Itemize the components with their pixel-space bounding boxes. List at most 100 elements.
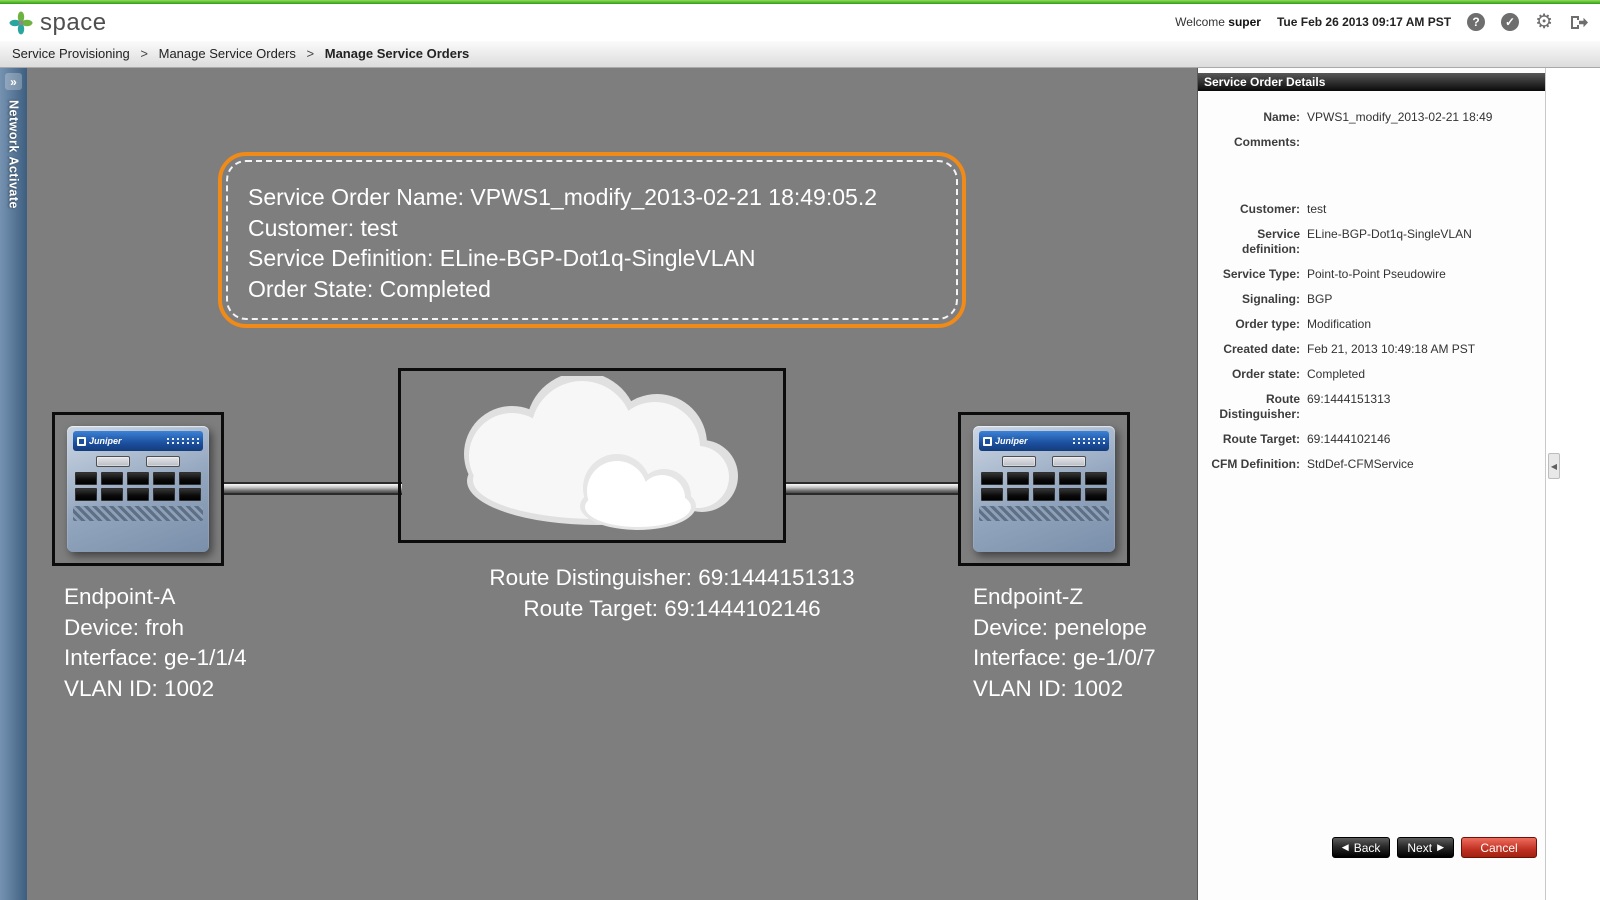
diagram-canvas: Service Order Name: VPWS1_modify_2013-02…	[27, 68, 1197, 900]
detail-label: Created date:	[1223, 342, 1300, 356]
username: super	[1228, 15, 1261, 29]
detail-value: VPWS1_modify_2013-02-21 18:49	[1307, 110, 1493, 124]
endpoint-a-line: Interface: ge-1/1/4	[64, 645, 247, 670]
order-summary-line: Order State: Completed	[248, 275, 491, 302]
device-brand-bar: Juniper	[73, 431, 203, 451]
endpoint-z-label: Endpoint-Z Device: penelope Interface: g…	[973, 582, 1156, 704]
service-order-summary-box: Service Order Name: VPWS1_modify_2013-02…	[218, 152, 966, 328]
next-button[interactable]: Next ▶	[1397, 837, 1454, 858]
device-brand-label: Juniper	[995, 436, 1028, 446]
juniper-device-image: Juniper	[973, 426, 1115, 552]
detail-label: Route Target:	[1222, 432, 1300, 446]
device-connectors	[73, 456, 203, 467]
gear-icon[interactable]: ⚙	[1535, 11, 1553, 33]
device-vents	[73, 506, 203, 521]
validate-check-icon[interactable]: ✓	[1501, 13, 1520, 31]
right-gutter: ◀	[1545, 68, 1600, 900]
sidebar-expand-icon[interactable]: »	[5, 73, 22, 90]
device-brand-bar: Juniper	[979, 431, 1109, 451]
detail-value: Feb 21, 2013 10:49:18 AM PST	[1307, 342, 1476, 356]
endpoint-a-label: Endpoint-A Device: froh Interface: ge-1/…	[64, 582, 247, 704]
cancel-button[interactable]: Cancel	[1461, 837, 1537, 858]
detail-label: Comments:	[1233, 135, 1300, 149]
endpoint-z-line: Device: penelope	[973, 614, 1147, 640]
app-header: space Welcome super Tue Feb 26 2013 09:1…	[0, 4, 1600, 41]
detail-row-cfm-definition: CFM Definition: StdDef-CFMService	[1198, 452, 1539, 477]
order-summary-line: Service Definition: ELine-BGP-Dot1q-Sing…	[248, 245, 756, 271]
logo-text: space	[40, 9, 107, 36]
serial-connector-icon	[1002, 456, 1036, 467]
device-connectors	[979, 456, 1109, 467]
detail-value: Point-to-Point Pseudowire	[1307, 267, 1446, 281]
back-arrow-icon: ◀	[1341, 842, 1349, 852]
route-target-label: Route Target: 69:1444102146	[523, 596, 821, 621]
network-cloud-node[interactable]	[398, 368, 786, 543]
detail-row-route-target: Route Target: 69:1444102146	[1198, 427, 1539, 452]
detail-label: Service definition:	[1242, 227, 1300, 256]
sidebar-title: Network Activate	[6, 100, 21, 209]
service-order-summary-inner: Service Order Name: VPWS1_modify_2013-02…	[226, 160, 958, 320]
detail-value: 69:1444151313	[1307, 392, 1391, 406]
sidebar-network-activate[interactable]: » Network Activate	[0, 68, 27, 900]
cloud-icon	[464, 375, 738, 530]
detail-row-signaling: Signaling: BGP	[1198, 287, 1539, 312]
detail-value: 69:1444102146	[1307, 432, 1391, 446]
detail-row-comments: Comments:	[1198, 130, 1539, 155]
details-field-list: Name: VPWS1_modify_2013-02-21 18:49 Comm…	[1198, 91, 1545, 477]
cloud-route-labels: Route Distinguisher: 69:1444151313 Route…	[382, 562, 962, 624]
detail-label: Signaling:	[1242, 292, 1300, 306]
link-endpoint-a-to-cloud	[222, 482, 402, 495]
link-cloud-to-endpoint-z	[784, 482, 960, 495]
order-summary-line: Service Order Name: VPWS1_modify_2013-02…	[248, 184, 877, 210]
service-order-details-panel: Service Order Details Name: VPWS1_modify…	[1197, 68, 1545, 900]
header-right: Welcome super Tue Feb 26 2013 09:17 AM P…	[1175, 11, 1588, 33]
juniper-logo-icon	[983, 436, 992, 446]
endpoint-a-device-node[interactable]: Juniper	[52, 412, 224, 566]
help-icon[interactable]: ?	[1467, 13, 1486, 31]
breadcrumb-item-manage-service-orders[interactable]: Manage Service Orders	[158, 46, 296, 61]
breadcrumb-item-service-provisioning[interactable]: Service Provisioning	[12, 46, 130, 61]
detail-label: Order type:	[1235, 317, 1300, 331]
detail-value: Completed	[1307, 367, 1366, 381]
space-logo[interactable]: space	[8, 9, 107, 37]
endpoint-z-device-node[interactable]: Juniper	[958, 412, 1130, 566]
detail-label: Name:	[1263, 110, 1300, 124]
serial-connector-icon	[96, 456, 130, 467]
details-panel-title: Service Order Details	[1198, 73, 1545, 91]
device-led-dots	[167, 437, 199, 446]
detail-row-route-distinguisher: Route Distinguisher: 69:1444151313	[1198, 387, 1539, 427]
order-summary-line: Customer: test	[248, 214, 398, 241]
logout-icon[interactable]	[1569, 14, 1588, 31]
detail-row-customer: Customer: test	[1198, 197, 1539, 222]
endpoint-z-line: Interface: ge-1/0/7	[973, 645, 1156, 670]
header-datetime: Tue Feb 26 2013 09:17 AM PST	[1276, 15, 1452, 29]
detail-label: CFM Definition:	[1211, 457, 1300, 471]
welcome-text: Welcome super	[1175, 15, 1261, 29]
detail-value: ELine-BGP-Dot1q-SingleVLAN	[1307, 227, 1472, 241]
next-arrow-icon: ▶	[1437, 842, 1444, 852]
detail-row-order-state: Order state: Completed	[1198, 362, 1539, 387]
juniper-device-image: Juniper	[67, 426, 209, 552]
detail-row-service-definition: Service definition: ELine-BGP-Dot1q-Sing…	[1198, 222, 1539, 262]
route-distinguisher-label: Route Distinguisher: 69:1444151313	[489, 565, 855, 590]
detail-row-order-type: Order type: Modification	[1198, 312, 1539, 337]
endpoint-z-line: VLAN ID: 1002	[973, 675, 1124, 701]
detail-label: Order state:	[1231, 367, 1300, 381]
breadcrumb-item-current: Manage Service Orders	[324, 46, 470, 61]
device-brand-label: Juniper	[89, 436, 122, 446]
detail-value: StdDef-CFMService	[1307, 457, 1414, 471]
device-port-grid	[73, 472, 203, 501]
detail-row-created-date: Created date: Feb 21, 2013 10:49:18 AM P…	[1198, 337, 1539, 362]
back-button[interactable]: ◀ Back	[1331, 837, 1391, 858]
panel-collapse-arrow[interactable]: ◀	[1548, 453, 1560, 479]
detail-label: Route Distinguisher:	[1219, 392, 1300, 421]
juniper-logo-icon	[77, 436, 86, 446]
device-port-grid	[979, 472, 1109, 501]
detail-label: Customer:	[1239, 202, 1300, 216]
endpoint-a-line: Endpoint-A	[64, 584, 176, 609]
device-led-dots	[1073, 437, 1105, 446]
space-logo-icon	[9, 11, 33, 35]
wizard-footer-buttons: ◀ Back Next ▶ Cancel	[1331, 837, 1537, 858]
detail-row-service-type: Service Type: Point-to-Point Pseudowire	[1198, 262, 1539, 287]
